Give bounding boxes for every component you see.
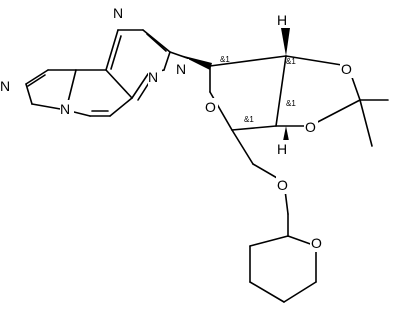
bond-layer: [25, 29, 389, 303]
atom-label-o-ether: O: [276, 176, 290, 194]
wedge-c1: [180, 55, 212, 70]
svg-text:O: O: [305, 119, 316, 135]
svg-text:O: O: [205, 99, 216, 115]
svg-text:N: N: [0, 78, 10, 94]
atom-label-h-upper: H: [276, 10, 290, 28]
stereo-label-c4: &1: [244, 115, 254, 124]
atom-label-o-upper: O: [340, 60, 354, 78]
svg-text:N: N: [113, 5, 123, 21]
svg-text:N: N: [148, 69, 158, 85]
atom-label-h-lower: H: [276, 140, 290, 158]
stereo-label-c2: &1: [286, 57, 296, 66]
svg-text:N: N: [176, 61, 186, 77]
atom-label-n-pym: N: [148, 68, 162, 86]
atom-label-n-imid-sub: N: [175, 59, 189, 77]
svg-text:O: O: [341, 61, 352, 77]
svg-text:N: N: [60, 101, 70, 117]
svg-text:O: O: [277, 177, 288, 193]
atom-label-n-imid-top: N: [112, 4, 126, 22]
svg-text:H: H: [277, 12, 287, 28]
wedge-c2: [281, 28, 290, 56]
svg-text:O: O: [311, 235, 322, 251]
atom-label-o-thp: O: [310, 234, 324, 252]
atom-label-n-pyr-bridge: N: [60, 100, 74, 118]
atom-label-n-pyr-top: N: [0, 78, 14, 96]
stereo-label-c1: &1: [220, 55, 230, 64]
stereo-label-c3: &1: [286, 99, 296, 108]
svg-text:H: H: [277, 141, 287, 157]
atom-label-o-lower: O: [304, 118, 318, 136]
atom-label-o-ring: O: [204, 98, 218, 116]
